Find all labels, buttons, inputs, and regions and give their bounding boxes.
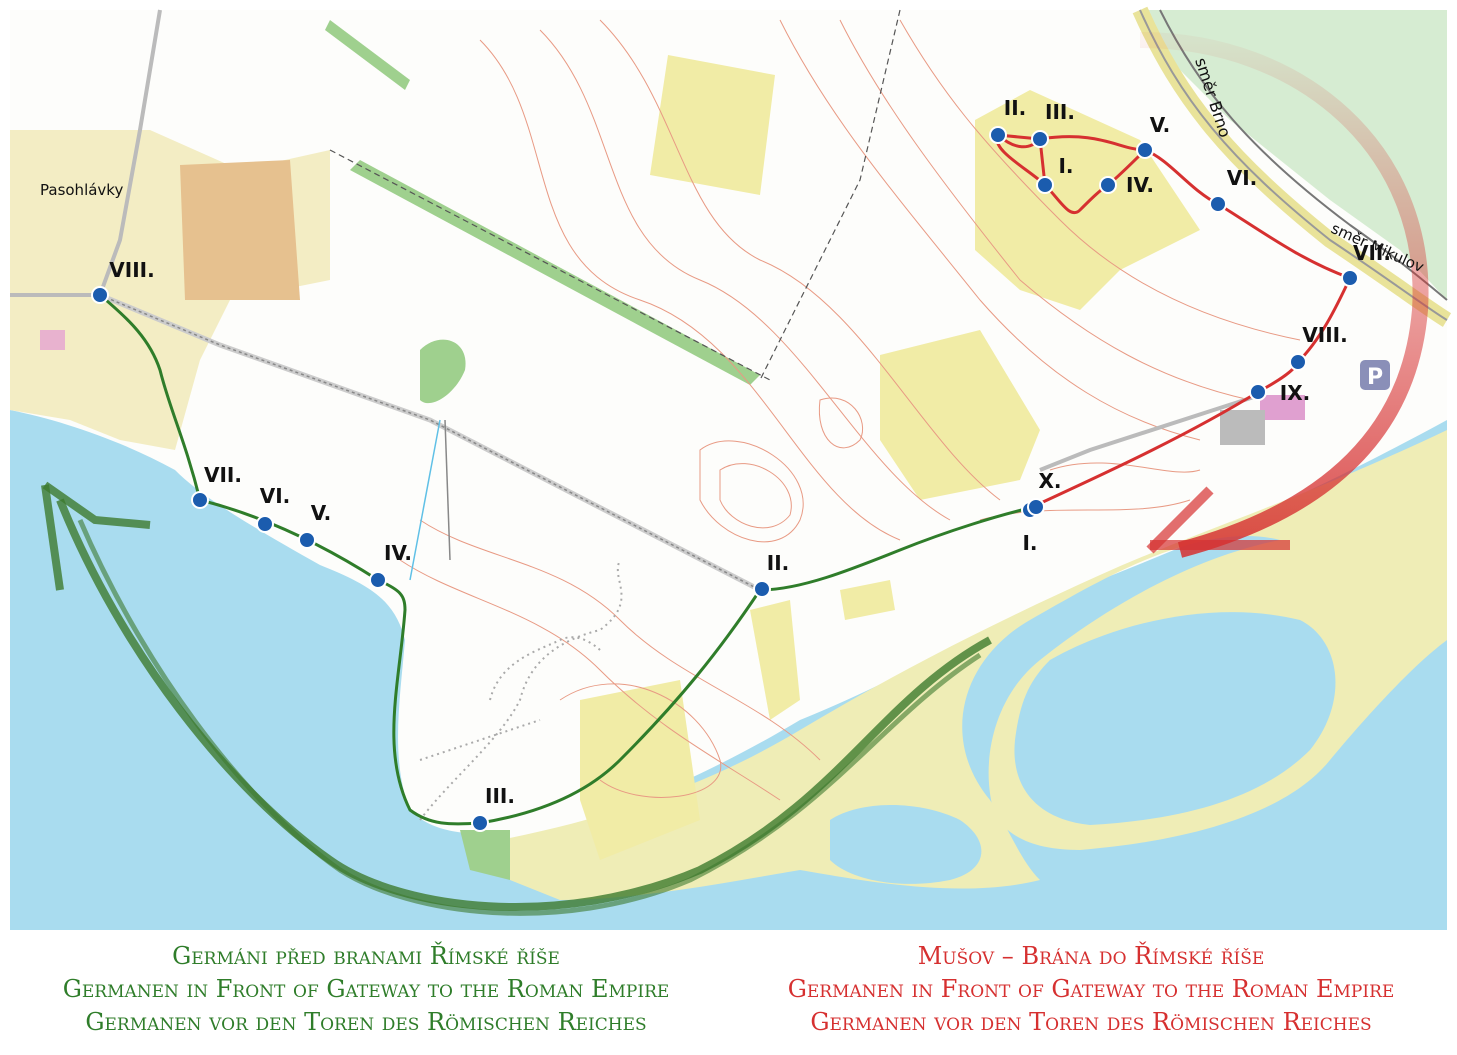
red-legend-line: Germanen vor den Toren des Römischen Rei… (810, 1008, 1372, 1036)
park-area (420, 339, 466, 404)
green-stop-label: IV. (384, 541, 412, 565)
red-stop-label: VIII. (1302, 323, 1347, 347)
green-stop-label: I. (1022, 531, 1037, 555)
field-area (750, 600, 800, 720)
red-stop-label: VI. (1227, 166, 1258, 190)
red-stop-label: X. (1038, 469, 1061, 493)
green-route-markers: I. II. III. IV. V. VI. VII. VIII. (91, 258, 1039, 832)
red-stop-marker[interactable]: VII. (1341, 241, 1391, 287)
green-direction-arrow (41, 481, 992, 916)
field-area (880, 330, 1040, 500)
green-legend-line: Germanen in Front of Gateway to the Roma… (62, 975, 670, 1003)
building-pink (40, 330, 65, 350)
inner-lake (1014, 612, 1336, 825)
town-label: Pasohlávky (40, 181, 123, 199)
sand-peninsula (500, 430, 1447, 900)
red-stop-label: VII. (1353, 241, 1391, 265)
green-stop-marker[interactable]: VI. (256, 484, 291, 533)
green-stop-label: III. (485, 784, 515, 808)
green-route-legend: Germáni před branami Římské říše Germane… (16, 940, 716, 1039)
building-pink (1260, 395, 1305, 420)
green-stop-marker[interactable]: V. (298, 501, 332, 549)
red-legend-line: Germanen in Front of Gateway to the Roma… (787, 975, 1395, 1003)
park-area (460, 830, 510, 880)
green-stop-marker[interactable]: VIII. (91, 258, 155, 304)
green-stop-label: VI. (260, 484, 291, 508)
green-stop-label: VII. (204, 463, 242, 487)
red-stop-marker[interactable]: VI. (1209, 166, 1258, 213)
parking-symbol: P (1367, 365, 1383, 390)
industrial-area (180, 160, 300, 300)
green-stop-label: VIII. (109, 258, 154, 282)
red-stop-marker[interactable]: I. (1036, 154, 1074, 194)
green-stop-marker[interactable]: III. (471, 784, 515, 832)
parking-sign: P (1360, 360, 1390, 390)
red-stop-label: IX. (1280, 381, 1310, 405)
green-stop-marker[interactable]: IV. (369, 541, 412, 589)
red-route-markers: I. II. III. IV. V. VI. VII. VIII. (989, 96, 1391, 516)
red-stop-marker[interactable]: IX. (1249, 381, 1310, 405)
red-stop-label: IV. (1126, 173, 1154, 197)
red-legend-line: Mušov – Brána do Římské říše (917, 942, 1265, 970)
green-stop-label: V. (311, 501, 332, 525)
red-stop-marker[interactable]: III. (1031, 100, 1075, 148)
green-legend-line: Germáni před branami Římské říše (172, 942, 560, 970)
small-pond (830, 805, 982, 884)
red-route-legend: Mušov – Brána do Římské říše Germanen in… (741, 940, 1441, 1039)
red-stop-marker[interactable]: II. (989, 96, 1026, 144)
building-gray (1220, 410, 1265, 445)
red-stop-label: I. (1058, 154, 1073, 178)
green-stop-label: II. (767, 551, 789, 575)
red-stop-marker[interactable]: VIII. (1289, 323, 1348, 371)
green-strip (325, 20, 410, 90)
red-stop-label: II. (1004, 96, 1026, 120)
green-legend-line: Germanen vor den Toren des Römischen Rei… (85, 1008, 647, 1036)
field-area (840, 580, 895, 620)
red-stop-marker[interactable]: IV. (1099, 173, 1154, 197)
red-stop-label: III. (1045, 100, 1075, 124)
red-direction-arrow (1139, 32, 1429, 558)
green-strip (350, 160, 760, 385)
field-area (650, 55, 775, 195)
green-stop-marker[interactable]: VII. (191, 463, 242, 509)
forest-area (1140, 10, 1447, 300)
green-stop-marker[interactable]: II. (753, 551, 789, 598)
red-stop-marker[interactable]: V. (1136, 113, 1171, 159)
field-area (580, 680, 700, 860)
green-route-path (99, 293, 1031, 826)
red-stop-marker[interactable]: X. (1027, 469, 1062, 516)
red-stop-label: V. (1150, 113, 1171, 137)
